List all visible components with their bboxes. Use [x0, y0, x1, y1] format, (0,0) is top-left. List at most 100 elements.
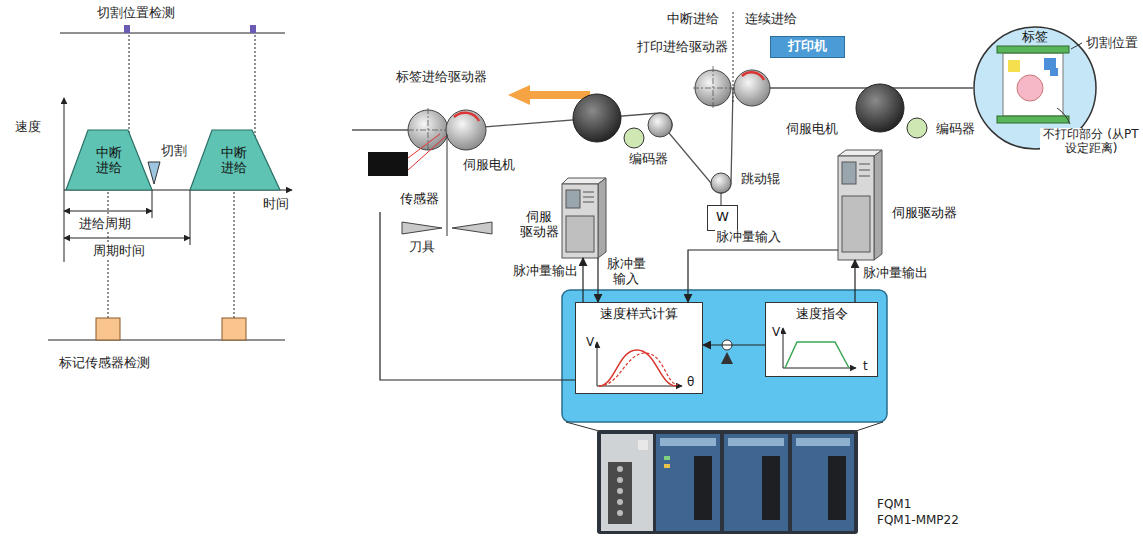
- servo-driver-icon: [838, 156, 874, 260]
- plc-unit: [617, 499, 623, 505]
- text-label: FQM1: [876, 498, 912, 512]
- servo-driver-icon: [583, 202, 594, 203]
- text-label: 不打印部分 (从PT设定距离): [1040, 128, 1142, 156]
- mark-pulse: [96, 318, 120, 340]
- node-text: 速度指令: [766, 307, 877, 322]
- zoom-line: [566, 422, 599, 431]
- node-trap: 中断 进给: [66, 130, 152, 190]
- node-text: 中断 进给: [219, 146, 249, 176]
- node-open: 伺服 驱动器: [518, 180, 608, 258]
- plc-unit: [728, 438, 784, 446]
- text-label: 脉冲量输出: [862, 266, 929, 281]
- sensor-beam: [408, 136, 446, 170]
- servo-driver-icon: [598, 178, 606, 258]
- plc-unit: [638, 440, 648, 450]
- servo-driver-icon: [859, 164, 870, 165]
- text-label: 切割位置: [1085, 36, 1139, 51]
- text-label: 时间: [262, 197, 290, 212]
- encoder-symbol: [624, 128, 644, 148]
- text-label: V: [585, 336, 595, 350]
- label-anchor: 速度: [14, 120, 42, 135]
- label-anchor: 进给周期: [78, 217, 132, 232]
- tick-line: [152, 190, 153, 218]
- label-anchor: 跳动辊: [740, 172, 781, 187]
- leader-line: [1071, 43, 1082, 49]
- label-anchor: 周期时间: [92, 244, 146, 259]
- drive-arc: [742, 72, 764, 80]
- servo-driver-icon: [842, 196, 870, 252]
- speed-command-chart: [783, 328, 856, 368]
- label-anchor: 编码器: [628, 152, 669, 167]
- text-label: 切割: [160, 144, 188, 159]
- plc-unit: [796, 438, 850, 446]
- cut-marker: [148, 162, 160, 184]
- servo-driver-icon: [859, 176, 870, 177]
- plc-unit: [664, 456, 670, 460]
- signal-connector: [688, 250, 838, 302]
- plc-unit: [660, 438, 716, 446]
- label-anchor: 脉冲量输出: [512, 264, 579, 279]
- plc-unit: [601, 434, 653, 531]
- servo-driver-icon: [583, 192, 594, 193]
- label-anchor: 时间: [262, 197, 290, 212]
- servo-driver-icon: [562, 184, 598, 258]
- speed-axis: [64, 98, 65, 190]
- text-label: FQM1-MMP22: [876, 514, 960, 528]
- plc-unit: [656, 434, 720, 531]
- label-anchor: 伺服电机: [785, 122, 839, 137]
- encoder-symbol: [907, 118, 927, 138]
- chart-axis: [597, 386, 682, 387]
- chart-axis: [783, 368, 856, 369]
- text-label: 伺服电机: [785, 122, 839, 137]
- node-open: 伺服驱动器: [838, 150, 1038, 260]
- node-text: 传感器: [400, 192, 518, 207]
- weight-rod: [721, 193, 722, 205]
- signal-connector: [582, 258, 583, 302]
- plc-unit: [762, 456, 780, 520]
- servo-motor: [573, 94, 621, 142]
- knife-blade: [452, 222, 492, 234]
- node-text: 伺服 驱动器: [518, 210, 560, 240]
- signal-connector: [854, 260, 855, 302]
- label-anchor: 中断进给: [666, 12, 720, 27]
- print-figure: [1008, 60, 1020, 72]
- text-label: 速度: [14, 120, 42, 135]
- text-label: 打印进给驱动器: [636, 40, 729, 55]
- print-roller: [734, 70, 770, 106]
- label-sheet: [1003, 53, 1063, 116]
- plc-unit: [617, 488, 623, 494]
- label-anchor: 标签进给驱动器: [395, 70, 488, 85]
- plc-unit: [724, 434, 788, 531]
- plc-unit: [617, 477, 623, 483]
- plc-unit: [597, 430, 858, 534]
- signal-connector: [703, 344, 765, 345]
- text-label: 进给周期: [78, 217, 132, 232]
- label-anchor: 刀具: [408, 240, 436, 255]
- plc-unit: [608, 462, 632, 524]
- servo-driver-icon: [874, 150, 882, 260]
- center-line: [713, 66, 714, 110]
- chart-axis: [783, 328, 784, 368]
- node-trap: 中断 进给: [190, 130, 280, 190]
- label-anchor: 脉冲量 输入: [604, 257, 648, 287]
- text-label: 切割位置检测: [96, 6, 176, 21]
- node-text: 打印机: [771, 39, 844, 54]
- servo-driver-icon: [842, 162, 856, 184]
- feed-roller: [446, 110, 486, 150]
- center-line: [428, 108, 429, 152]
- cut-pulse: [250, 25, 256, 33]
- print-figure: [1017, 75, 1043, 101]
- node-text: W: [708, 210, 737, 225]
- label-anchor: 编码器: [935, 122, 976, 137]
- text-label: 中断进给: [666, 12, 720, 27]
- sensor-body: [368, 152, 408, 176]
- mark-pulse: [222, 318, 246, 340]
- label-anchor: 标记传感器检测: [58, 356, 151, 371]
- text-label: 周期时间: [92, 244, 146, 259]
- label-anchor: 连续进给: [744, 12, 798, 27]
- label-anchor: 不打印部分 (从PT设定距离): [1040, 128, 1142, 156]
- text-label: 连续进给: [744, 12, 798, 27]
- controller-panel: [562, 290, 887, 422]
- dotted-guide: [234, 192, 235, 318]
